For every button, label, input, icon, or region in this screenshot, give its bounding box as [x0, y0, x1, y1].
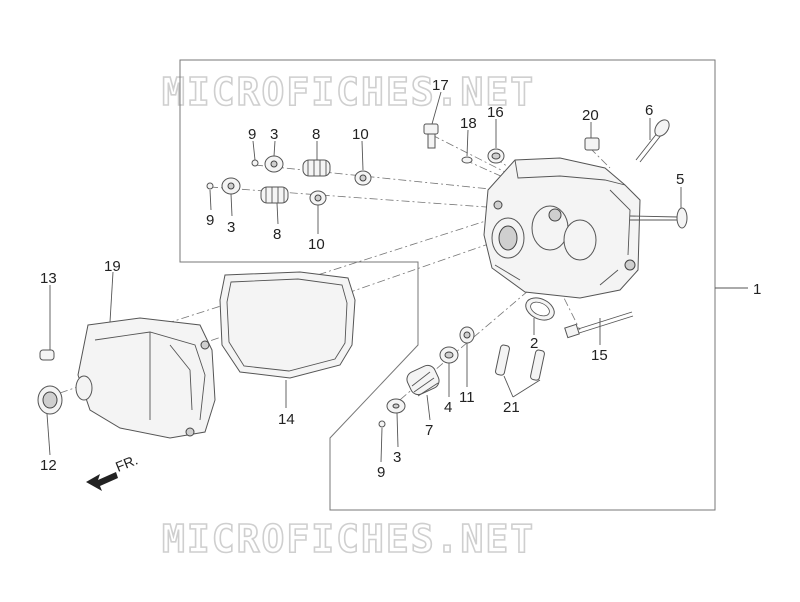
callout-3c: 3	[393, 449, 401, 466]
callout-18: 18	[460, 115, 477, 132]
callout-labels: 1 2 3 3 3 4 5 6 7 8 8 9 9 9 10 10 11 12 …	[40, 77, 761, 481]
callout-16: 16	[487, 104, 504, 121]
head-bolt	[564, 311, 634, 339]
callout-12: 12	[40, 457, 57, 474]
direction-label: FR.	[113, 451, 140, 474]
cylinder-head	[483, 157, 641, 299]
retainer-3a	[264, 155, 284, 173]
callout-7: 7	[425, 422, 433, 439]
dowel-20	[584, 137, 600, 151]
cap-13	[39, 349, 55, 361]
callout-11: 11	[459, 389, 475, 406]
valve-intake	[635, 119, 670, 163]
callout-13: 13	[40, 270, 57, 287]
watermark-top: MICROFICHES.NET	[162, 70, 535, 114]
seat-4	[439, 346, 459, 364]
retainer-3c	[386, 398, 406, 414]
dowel-21b	[530, 349, 545, 381]
spring-8a	[302, 159, 331, 177]
dowel-21a	[495, 344, 510, 376]
callout-1: 1	[753, 281, 761, 298]
seal-12	[37, 385, 63, 415]
valve-cover-19	[75, 317, 216, 439]
leader-lines	[46, 91, 682, 463]
spring-7	[406, 364, 440, 397]
cotter-9c	[378, 420, 386, 428]
spring-8b	[260, 186, 289, 204]
seal-10a	[354, 170, 372, 186]
valve-exhaust	[629, 207, 688, 229]
seal-16	[487, 148, 505, 164]
callout-3a: 3	[270, 126, 278, 143]
front-arrow-icon	[86, 472, 118, 491]
callout-15: 15	[591, 347, 608, 364]
callout-9c: 9	[377, 464, 385, 481]
callout-10b: 10	[308, 236, 325, 253]
callout-21: 21	[503, 399, 520, 416]
retainer-3b	[221, 177, 241, 195]
watermark-bottom: MICROFICHES.NET	[162, 517, 535, 561]
callout-9a: 9	[248, 126, 256, 143]
callout-8a: 8	[312, 126, 320, 143]
assembly-frame	[179, 59, 716, 511]
gasket-14	[219, 271, 356, 379]
callout-17: 17	[432, 77, 449, 94]
seal-11	[459, 326, 475, 344]
callout-6: 6	[645, 102, 653, 119]
screw-17	[423, 123, 439, 149]
callout-8b: 8	[273, 226, 281, 243]
callout-9b: 9	[206, 212, 214, 229]
callout-3b: 3	[227, 219, 235, 236]
callout-14: 14	[278, 411, 295, 428]
callout-4: 4	[444, 399, 452, 416]
callout-2: 2	[530, 335, 538, 352]
callout-5: 5	[676, 171, 684, 188]
ring-18	[461, 156, 473, 164]
cotter-9b	[206, 182, 214, 190]
cotter-9a	[251, 159, 259, 167]
callout-20: 20	[582, 107, 599, 124]
callout-10a: 10	[352, 126, 369, 143]
seal-10b	[309, 190, 327, 206]
callout-19: 19	[104, 258, 121, 275]
